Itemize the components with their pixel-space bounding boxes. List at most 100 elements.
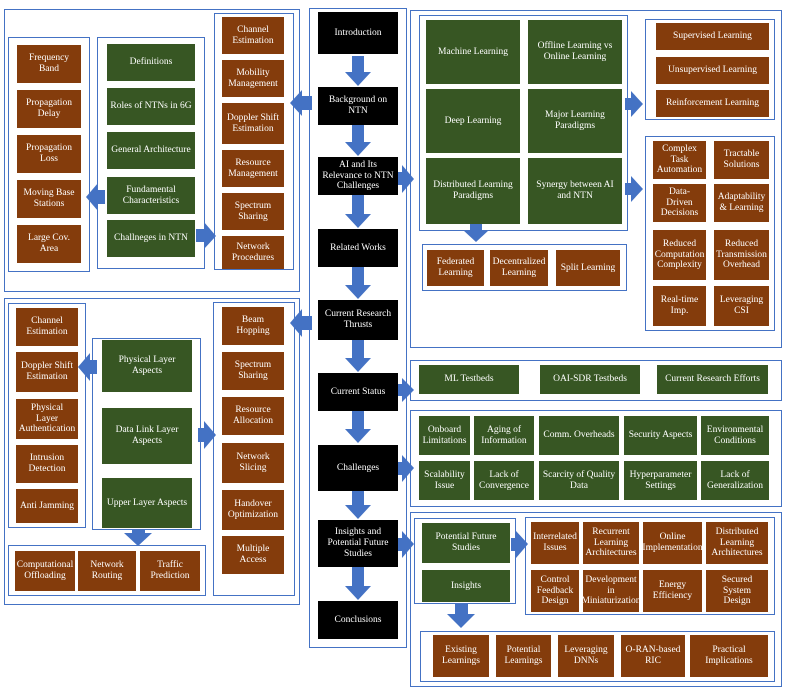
ntn-procedures: Network Procedures bbox=[222, 236, 284, 269]
background-challenges: Challneges in NTN bbox=[107, 220, 195, 257]
insights-frame bbox=[410, 512, 782, 687]
datalink-spectrum: Spectrum Sharing bbox=[222, 352, 284, 390]
background-frame bbox=[4, 9, 300, 292]
challenges-right-arrow bbox=[397, 455, 414, 482]
thrust-data-link-layer: Data Link Layer Aspects bbox=[102, 408, 192, 464]
ai-major-paradigms: Major Learning Paradigms bbox=[528, 89, 622, 153]
physical-doppler: Doppler Shift Estimation bbox=[16, 352, 78, 392]
challenges-frame bbox=[410, 410, 782, 507]
spine-arrow bbox=[345, 410, 371, 443]
fundamental-large-coverage: Large Cov. Area bbox=[17, 225, 81, 263]
datalink-multiple-access: Multiple Access bbox=[222, 536, 284, 574]
insight-existing: Existing Learnings bbox=[433, 635, 489, 677]
datalink-beam-hopping: Beam Hopping bbox=[222, 307, 284, 345]
datalink-slicing: Network Slicing bbox=[222, 443, 284, 483]
ntn-challenges-right-arrow bbox=[196, 222, 216, 249]
future-miniaturization: Development in Miniaturization bbox=[581, 570, 641, 612]
challenge-hyperparameter: Hyperparameter Settings bbox=[624, 461, 697, 500]
background-roles: Roles of NTNs in 6G bbox=[107, 88, 195, 125]
future-online-impl: Online Implementation bbox=[642, 522, 703, 564]
thrusts-frame bbox=[4, 298, 300, 605]
physical-channel-estimation: Channel Estimation bbox=[16, 308, 78, 346]
distributed-down-arrow bbox=[463, 224, 489, 242]
synergy-realtime: Real-time Imp. bbox=[653, 286, 706, 326]
spine-introduction[interactable]: Introduction bbox=[318, 12, 398, 54]
challenge-aging: Aging of Information bbox=[474, 416, 534, 455]
distributed-decentralized: Decentralized Learning bbox=[490, 250, 548, 286]
fundamental-moving-base: Moving Base Stations bbox=[17, 180, 81, 218]
fundamental-propagation-loss: Propagation Loss bbox=[17, 135, 81, 173]
insight-dnns: Leveraging DNNs bbox=[558, 635, 614, 677]
synergy-reduced-complexity: Reduced Computation Complexity bbox=[653, 230, 706, 280]
background-left-arrow bbox=[290, 90, 312, 116]
insights-down-arrow bbox=[447, 603, 475, 628]
paradigm-unsupervised: Unsupervised Learning bbox=[656, 57, 769, 84]
ai-machine-learning: Machine Learning bbox=[426, 20, 520, 84]
spine-arrow bbox=[345, 56, 371, 86]
status-oai-testbeds: OAI-SDR Testbeds bbox=[540, 365, 640, 394]
future-control-feedback: Control Feedback Design bbox=[531, 570, 579, 612]
ai-topics-frame bbox=[419, 15, 628, 231]
upper-offloading: Computational Offloading bbox=[15, 551, 75, 591]
background-architecture: General Architecture bbox=[107, 132, 195, 169]
distributed-types-frame bbox=[422, 244, 627, 291]
synergy-adaptability: Adaptability & Learning bbox=[714, 184, 769, 222]
ntn-spectrum: Spectrum Sharing bbox=[222, 193, 284, 230]
spine-ai-relevance[interactable]: AI and Its Relevance to NTN Challenges bbox=[318, 157, 398, 195]
physical-items-frame bbox=[8, 303, 86, 528]
physical-authentication: Physical Layer Authentication bbox=[16, 399, 78, 439]
synergy-complex-task: Complex Task Automation bbox=[653, 141, 706, 179]
ntn-challenges-frame bbox=[214, 13, 294, 270]
future-energy: Energy Efficiency bbox=[643, 570, 702, 612]
ntn-resource: Resource Management bbox=[222, 150, 284, 187]
challenge-environmental: Environmental Conditions bbox=[701, 416, 769, 455]
future-distributed-arch: Distributed Learning Architectures bbox=[706, 522, 768, 564]
upper-traffic: Traffic Prediction bbox=[140, 551, 200, 591]
insight-potential: Potential Learnings bbox=[496, 635, 551, 677]
synergy-tractable: Tractable Solutions bbox=[714, 141, 769, 179]
status-research-efforts: Current Research Efforts bbox=[657, 365, 768, 394]
thrust-upper-layer: Upper Layer Aspects bbox=[102, 478, 192, 528]
spine-challenges[interactable]: Challenges bbox=[318, 445, 398, 491]
insight-items-frame bbox=[420, 631, 775, 682]
physical-anti-jamming: Anti Jamming bbox=[16, 489, 78, 523]
spine-conclusions[interactable]: Conclusions bbox=[318, 601, 398, 639]
background-topics-frame bbox=[97, 37, 205, 269]
spine-research-thrusts[interactable]: Current Research Thrusts bbox=[318, 300, 398, 340]
synergy-data-driven: Data-Driven Decisions bbox=[653, 184, 706, 222]
datalink-items-frame bbox=[213, 302, 295, 596]
distributed-federated: Federated Learning bbox=[427, 250, 484, 286]
status-right-arrow bbox=[397, 378, 414, 402]
spine-related-works[interactable]: Related Works bbox=[318, 229, 398, 267]
spine-arrow bbox=[345, 566, 371, 600]
ai-deep-learning: Deep Learning bbox=[426, 89, 520, 153]
paradigm-supervised: Supervised Learning bbox=[656, 23, 769, 50]
thrusts-left-arrow bbox=[290, 309, 312, 337]
synergy-reduced-overhead: Reduced Transmission Overhead bbox=[714, 230, 769, 280]
background-definitions: Definitions bbox=[107, 44, 195, 81]
ntn-channel-estimation: Channel Estimation bbox=[222, 17, 284, 54]
physical-left-arrow bbox=[78, 353, 97, 381]
upper-down-arrow bbox=[124, 529, 152, 546]
upper-routing: Network Routing bbox=[78, 551, 136, 591]
ai-offline-online: Offline Learning vs Online Learning bbox=[528, 20, 622, 84]
ai-distributed: Distributed Learning Paradigms bbox=[426, 158, 520, 224]
distributed-split: Split Learning bbox=[556, 250, 620, 286]
fundamental-left-arrow bbox=[86, 183, 105, 211]
spine-insights[interactable]: Insights and Potential Future Studies bbox=[318, 520, 398, 567]
spine-arrow bbox=[345, 125, 371, 156]
insights-right-arrow bbox=[397, 531, 414, 558]
spine-background[interactable]: Background on NTN bbox=[318, 87, 398, 125]
insights-future-studies: Potential Future Studies bbox=[422, 523, 510, 563]
insights-insights: Insights bbox=[422, 570, 510, 602]
future-items-frame bbox=[525, 517, 775, 615]
spine-current-status[interactable]: Current Status bbox=[318, 373, 398, 411]
physical-intrusion: Intrusion Detection bbox=[16, 445, 78, 483]
challenge-generalization: Lack of Generalization bbox=[701, 461, 769, 500]
insight-oran: O-RAN-based RIC bbox=[621, 635, 685, 677]
spine-arrow bbox=[345, 266, 371, 299]
fundamental-frequency-band: Frequency Band bbox=[17, 45, 81, 83]
synergy-csi: Leveraging CSI bbox=[714, 286, 769, 326]
